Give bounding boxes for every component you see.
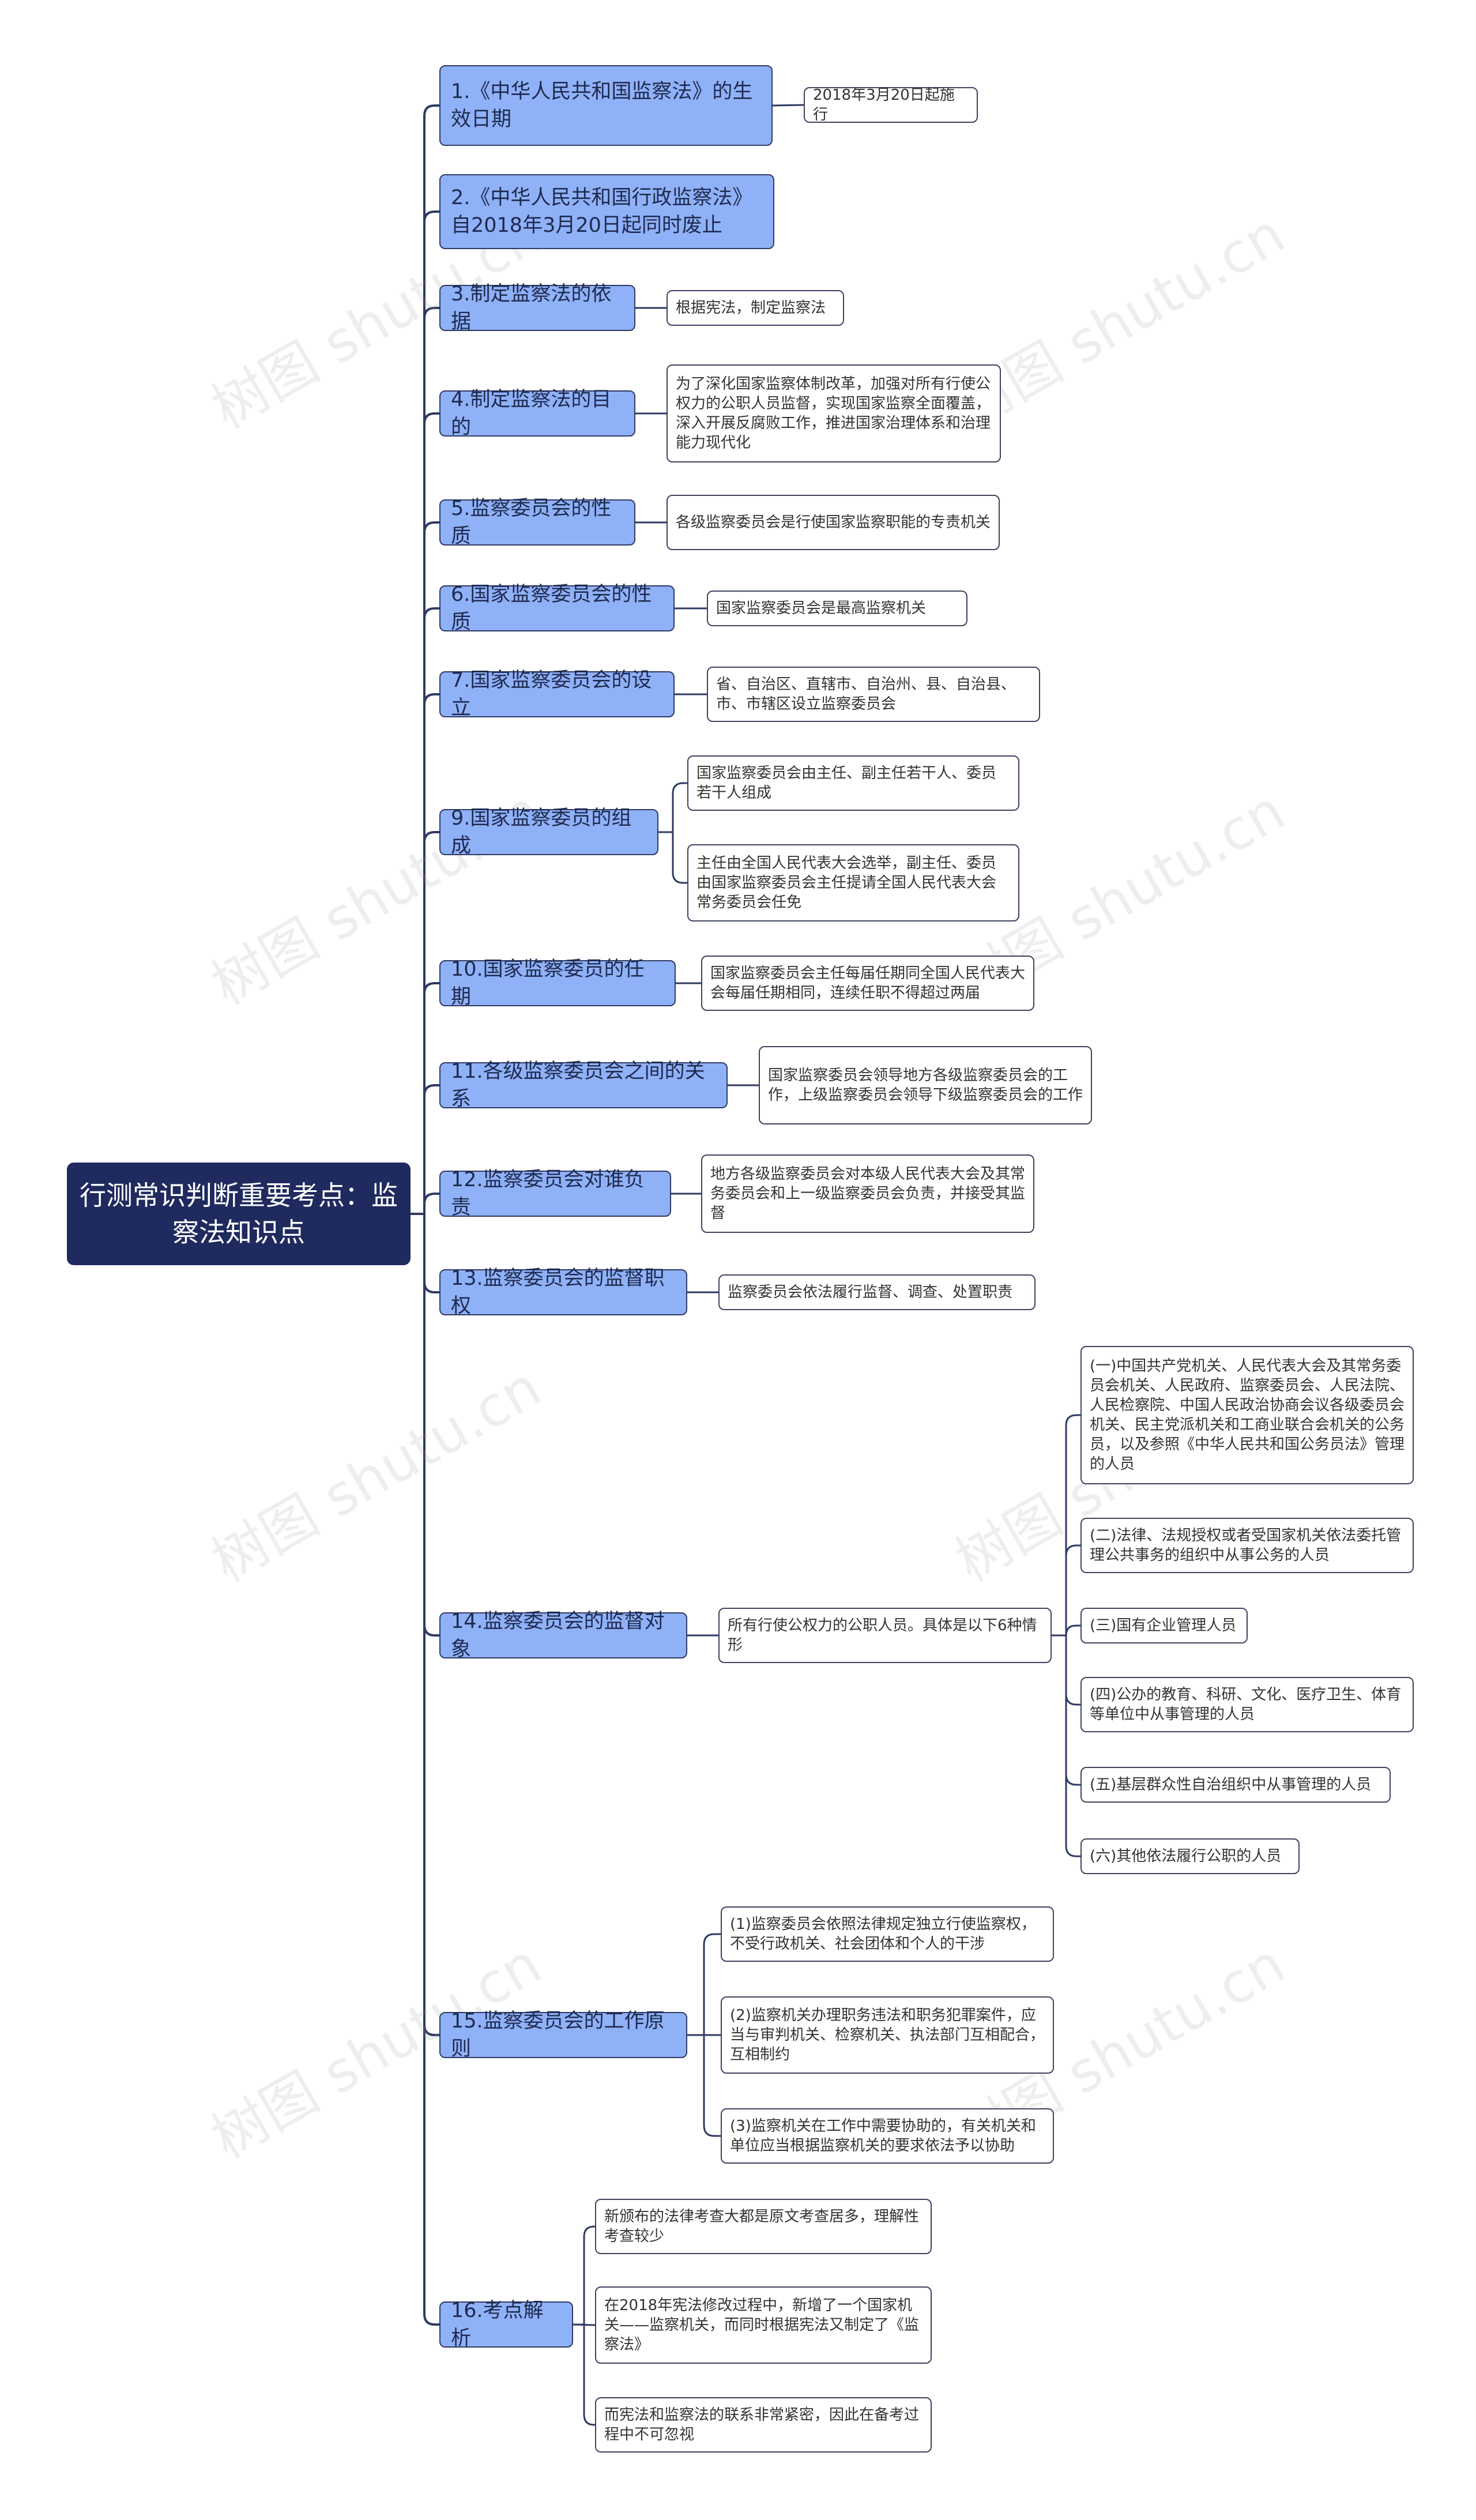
- leaf-composition-members[interactable]: 国家监察委员会由主任、副主任若干人、委员若干人组成: [687, 755, 1019, 811]
- connector: [658, 782, 687, 833]
- branch-relationship[interactable]: 11.各级监察委员会之间的关系: [439, 1060, 728, 1111]
- connector: [411, 521, 439, 1215]
- connector: [1052, 1414, 1080, 1637]
- branch-analysis[interactable]: 16.考点解析: [439, 2299, 573, 2350]
- leaf-relationship[interactable]: 国家监察委员会领导地方各级监察委员会的工作，上级监察委员会领导下级监察委员会的工…: [759, 1046, 1092, 1124]
- connector: [1052, 1544, 1080, 1637]
- leaf-principle-1[interactable]: (1)监察委员会依照法律规定独立行使监察权，不受行政机关、社会团体和个人的干涉: [721, 1906, 1054, 1962]
- leaf-target-1[interactable]: (一)中国共产党机关、人民代表大会及其常务委员会机关、人民政府、监察委员会、人民…: [1080, 1346, 1414, 1484]
- connector: [411, 412, 439, 1215]
- leaf-target-5[interactable]: (五)基层群众性自治组织中从事管理的人员: [1080, 1767, 1391, 1803]
- leaf-establishment[interactable]: 省、自治区、直辖市、自治州、县、自治县、市、市辖区设立监察委员会: [707, 667, 1040, 722]
- branch-commission-nature[interactable]: 5.监察委员会的性质: [439, 497, 635, 548]
- leaf-accountability[interactable]: 地方各级监察委员会对本级人民代表大会及其常务委员会和上一级监察委员会负责，并接受…: [701, 1154, 1034, 1233]
- leaf-target-6[interactable]: (六)其他依法履行公职的人员: [1080, 1838, 1300, 1874]
- leaf-analysis-3[interactable]: 而宪法和监察法的联系非常紧密，因此在备考过程中不可忽视: [595, 2397, 932, 2453]
- connector: [687, 1933, 721, 2036]
- connector: [658, 831, 687, 884]
- leaf-composition-appointment[interactable]: 主任由全国人民代表大会选举，副主任、委员由国家监察委员会主任提请全国人民代表大会…: [687, 844, 1019, 922]
- branch-national-commission-nature[interactable]: 6.国家监察委员会的性质: [439, 583, 675, 634]
- leaf-supervision-targets[interactable]: 所有行使公权力的公职人员。具体是以下6种情形: [718, 1608, 1052, 1663]
- branch-repeal[interactable]: 2.《中华人民共和国行政监察法》自2018年3月20日起同时废止: [439, 174, 774, 249]
- leaf-supervision-power[interactable]: 监察委员会依法履行监督、调查、处置职责: [718, 1274, 1036, 1310]
- leaf-basis[interactable]: 根据宪法，制定监察法: [667, 290, 844, 326]
- branch-work-principles[interactable]: 15.监察委员会的工作原则: [439, 2010, 687, 2060]
- branch-supervision-targets[interactable]: 14.监察委员会的监督对象: [439, 1610, 687, 1661]
- connector: [411, 1084, 439, 1215]
- leaf-target-3[interactable]: (三)国有企业管理人员: [1080, 1608, 1248, 1643]
- connector: [411, 1193, 439, 1215]
- root-topic[interactable]: 行测常识判断重要考点：监察法知识点: [67, 1163, 411, 1265]
- connector: [687, 2034, 721, 2137]
- connector: [573, 2225, 595, 2326]
- connector: [411, 104, 439, 1215]
- connector: [411, 1213, 439, 2326]
- leaf-national-commission-nature[interactable]: 国家监察委员会是最高监察机关: [707, 590, 967, 626]
- connector: [573, 2323, 595, 2426]
- branch-supervision-power[interactable]: 13.监察委员会的监督职权: [439, 1267, 687, 1318]
- branch-establishment[interactable]: 7.国家监察委员会的设立: [439, 669, 675, 720]
- leaf-principle-2[interactable]: (2)监察机关办理职务违法和职务犯罪案件，应当与审判机关、检察机关、执法部门互相…: [721, 1996, 1054, 2074]
- leaf-effective-date[interactable]: 2018年3月20日起施行: [804, 86, 978, 123]
- connector: [411, 307, 439, 1215]
- connector: [411, 607, 439, 1215]
- branch-accountability[interactable]: 12.监察委员会对谁负责: [439, 1168, 671, 1219]
- connector: [411, 210, 439, 1215]
- branch-composition[interactable]: 9.国家监察委员的组成: [439, 807, 658, 857]
- leaf-target-2[interactable]: (二)法律、法规授权或者受国家机关依法委托管理公共事务的组织中从事公务的人员: [1080, 1518, 1414, 1573]
- connector: [411, 982, 439, 1215]
- leaf-analysis-2[interactable]: 在2018年宪法修改过程中，新增了一个国家机关——监察机关，而同时根据宪法又制定…: [595, 2286, 932, 2364]
- leaf-commission-nature[interactable]: 各级监察委员会是行使国家监察职能的专责机关: [667, 495, 1000, 550]
- branch-purpose[interactable]: 4.制定监察法的目的: [439, 388, 635, 439]
- leaf-analysis-1[interactable]: 新颁布的法律考查大都是原文考查居多，理解性考查较少: [595, 2199, 932, 2254]
- leaf-purpose[interactable]: 为了深化国家监察体制改革，加强对所有行使公权力的公职人员监督，实现国家监察全面覆…: [667, 364, 1001, 462]
- leaf-term[interactable]: 国家监察委员会主任每届任期同全国人民代表大会每届任期相同，连续任职不得超过两届: [701, 956, 1034, 1011]
- branch-term[interactable]: 10.国家监察委员的任期: [439, 958, 676, 1009]
- connector: [411, 693, 439, 1215]
- branch-effective-date[interactable]: 1.《中华人民共和国监察法》的生效日期: [439, 65, 773, 146]
- branch-basis[interactable]: 3.制定监察法的依据: [439, 283, 635, 333]
- leaf-principle-3[interactable]: (3)监察机关在工作中需要协助的，有关机关和单位应当根据监察机关的要求依法予以协…: [721, 2108, 1054, 2164]
- connector: [411, 831, 439, 1215]
- connector: [772, 104, 804, 107]
- leaf-target-4[interactable]: (四)公办的教育、科研、文化、医疗卫生、体育等单位中从事管理的人员: [1080, 1677, 1414, 1732]
- connector: [1052, 1634, 1080, 1857]
